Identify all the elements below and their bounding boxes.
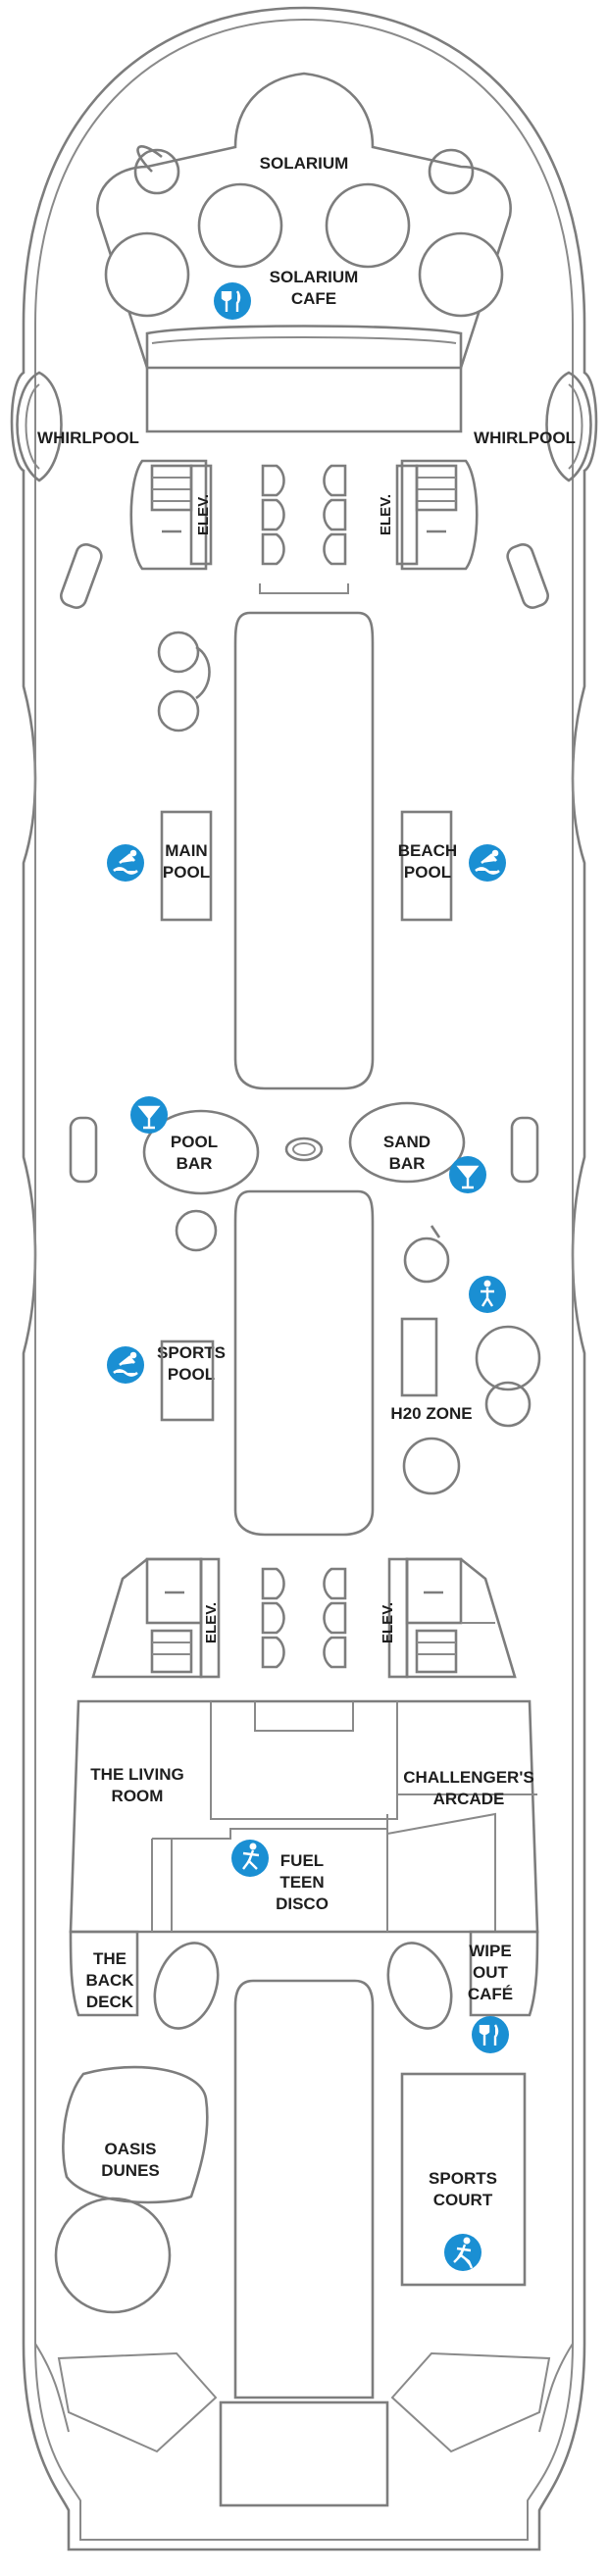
solarium-cafe-label-line2: CAFE xyxy=(291,289,336,308)
wipe-out-label-line3: CAFÉ xyxy=(468,1985,513,2003)
teen-area: THE LIVING ROOM CHALLENGER'S ARCADE FUEL… xyxy=(69,1699,539,1934)
sports-court: SPORTS COURT xyxy=(429,2169,497,2271)
sports-pool: SPORTS POOL xyxy=(107,1339,226,1422)
forward-elevator-right: ELEV. xyxy=(378,459,479,571)
beach-pool-label-line1: BEACH xyxy=(398,841,457,860)
whirlpool-left-label: WHIRLPOOL xyxy=(37,429,139,447)
oasis-label-line1: OASIS xyxy=(105,2140,157,2158)
aft-elevator-right: ELEV. xyxy=(380,1557,517,1679)
pool-deck-aft xyxy=(175,1189,541,1537)
elevator-label: ELEV. xyxy=(378,494,394,535)
deck-capsules xyxy=(60,543,549,1184)
solarium-label: SOLARIUM xyxy=(260,154,349,173)
main-pool-label-line2: POOL xyxy=(163,863,210,882)
fuel-label-line2: TEEN xyxy=(279,1873,324,1892)
main-pool: MAIN POOL xyxy=(107,841,210,882)
center-fountain xyxy=(284,1136,324,1162)
sports-pool-label-line2: POOL xyxy=(168,1365,215,1384)
oasis-dunes: OASIS DUNES xyxy=(101,2140,160,2180)
teen-icon xyxy=(231,1840,269,1877)
wipe-out-label-line2: OUT xyxy=(473,1963,509,1982)
sand-bar-label-line2: BAR xyxy=(389,1154,426,1173)
solarium-area: SOLARIUM SOLARIUM CAFE xyxy=(96,72,512,433)
h2o-zone: H20 ZONE xyxy=(390,1276,506,1423)
solarium-cafe-label-line1: SOLARIUM xyxy=(270,268,359,286)
living-room-label-line2: ROOM xyxy=(112,1787,164,1805)
elevator-label: ELEV. xyxy=(203,1602,220,1643)
fork-knife-icon xyxy=(472,2016,509,2053)
whirlpool-left: WHIRLPOOL xyxy=(16,371,139,482)
h2o-zone-label: H20 ZONE xyxy=(390,1404,472,1423)
pool-bar-label-line1: POOL xyxy=(171,1133,218,1151)
arcade-label-line1: CHALLENGER'S xyxy=(403,1768,533,1787)
aft-stair-rounds xyxy=(261,1567,347,1669)
sports-pool-label-line1: SPORTS xyxy=(157,1343,226,1362)
whirlpool-right: WHIRLPOOL xyxy=(474,371,592,482)
wipe-out-cafe: WIPE OUT CAFÉ xyxy=(468,1942,513,2053)
back-deck-label-line2: BACK xyxy=(85,1971,134,1990)
back-deck: THE BACK DECK xyxy=(85,1949,134,2011)
ship-hull xyxy=(10,6,598,2551)
sand-bar-label-line1: SAND xyxy=(383,1133,431,1151)
swimmer-icon xyxy=(107,844,144,882)
forward-elevator-left: ELEV. xyxy=(129,459,213,571)
swimmer-icon xyxy=(469,844,506,882)
whirlpool-right-label: WHIRLPOOL xyxy=(474,429,576,447)
sand-bar: SAND BAR xyxy=(348,1101,486,1193)
swimmer-icon xyxy=(107,1346,144,1384)
fork-knife-icon xyxy=(214,282,251,320)
fuel-label-line1: FUEL xyxy=(280,1851,324,1870)
sports-court-label-line2: COURT xyxy=(433,2191,493,2209)
runner-icon xyxy=(444,2234,481,2271)
arcade-label-line2: ARCADE xyxy=(433,1790,505,1808)
oasis-label-line2: DUNES xyxy=(101,2161,160,2180)
cocktail-icon xyxy=(130,1096,168,1134)
elevator-label: ELEV. xyxy=(195,494,212,535)
pool-bar-label-line2: BAR xyxy=(177,1154,213,1173)
fuel-label-line3: DISCO xyxy=(276,1894,329,1913)
sports-court-label-line1: SPORTS xyxy=(429,2169,497,2188)
pool-deck-forward xyxy=(157,611,453,1090)
living-room-label-line1: THE LIVING xyxy=(90,1765,183,1784)
aft-deck xyxy=(34,1930,574,2507)
forward-stair-rounds xyxy=(259,464,349,594)
child-icon xyxy=(469,1276,506,1313)
elevator-label: ELEV. xyxy=(380,1602,396,1643)
aft-elevator-left: ELEV. xyxy=(91,1557,221,1679)
pool-bar: POOL BAR xyxy=(130,1096,260,1195)
beach-pool-label-line2: POOL xyxy=(404,863,451,882)
wipe-out-label-line1: WIPE xyxy=(469,1942,511,1960)
beach-pool: BEACH POOL xyxy=(398,841,506,882)
cocktail-icon xyxy=(449,1156,486,1193)
main-pool-label-line1: MAIN xyxy=(165,841,207,860)
back-deck-label-line3: DECK xyxy=(86,1993,134,2011)
back-deck-label-line1: THE xyxy=(93,1949,127,1968)
